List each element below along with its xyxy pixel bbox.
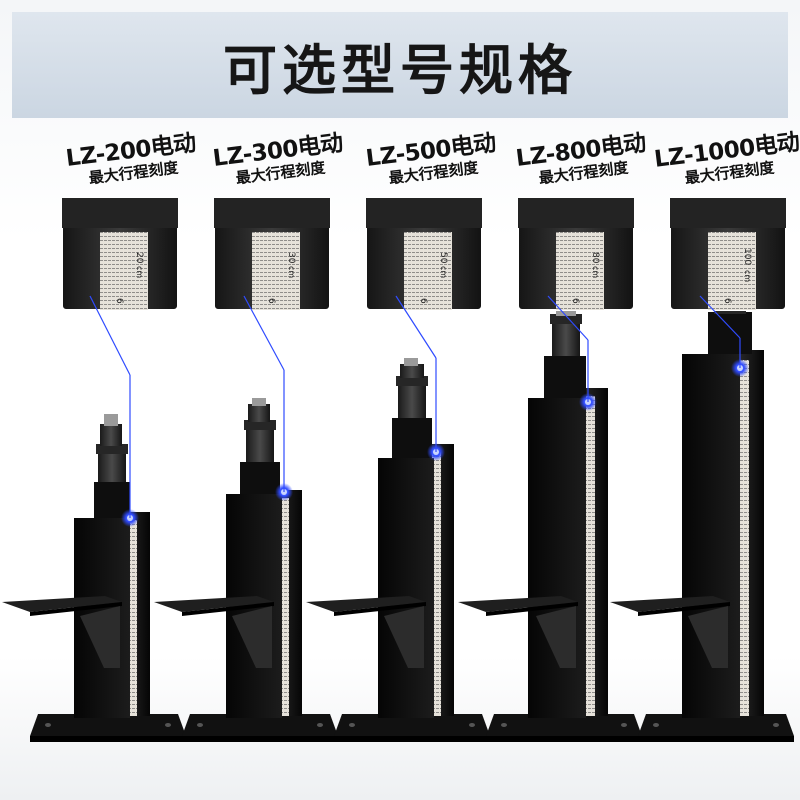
title-banner: 可选型号规格 (12, 12, 788, 118)
stage-lz-300: 30 cm 6 (154, 197, 338, 742)
stage-lz-800: 80 cm 6 (458, 197, 642, 742)
stage-lz-200: 20 cm 6 (2, 197, 186, 742)
scale-main-reading: 20 (134, 252, 144, 264)
scale-main-reading: 80 (590, 252, 600, 264)
scale-main-reading: 30 (286, 252, 296, 264)
scale-unit: cm (287, 266, 296, 278)
scale-unit: cm (591, 266, 600, 278)
scale-unit: cm (743, 270, 752, 282)
scale-main-reading: 100 (742, 248, 752, 265)
scale-unit: cm (439, 266, 448, 278)
scale-edge-reading: 6 (114, 298, 124, 304)
scale-edge-reading: 6 (266, 298, 276, 304)
scale-edge-reading: 6 (570, 298, 580, 304)
page-title: 可选型号规格 (223, 38, 577, 102)
stage-lz-1000: 100 cm 6 (610, 197, 794, 742)
scale-unit: cm (135, 266, 144, 278)
scale-edge-reading: 6 (722, 298, 732, 304)
stage-lz-500: 50 cm 6 (306, 197, 490, 742)
scale-edge-reading: 6 (418, 298, 428, 304)
scale-main-reading: 50 (438, 252, 448, 264)
